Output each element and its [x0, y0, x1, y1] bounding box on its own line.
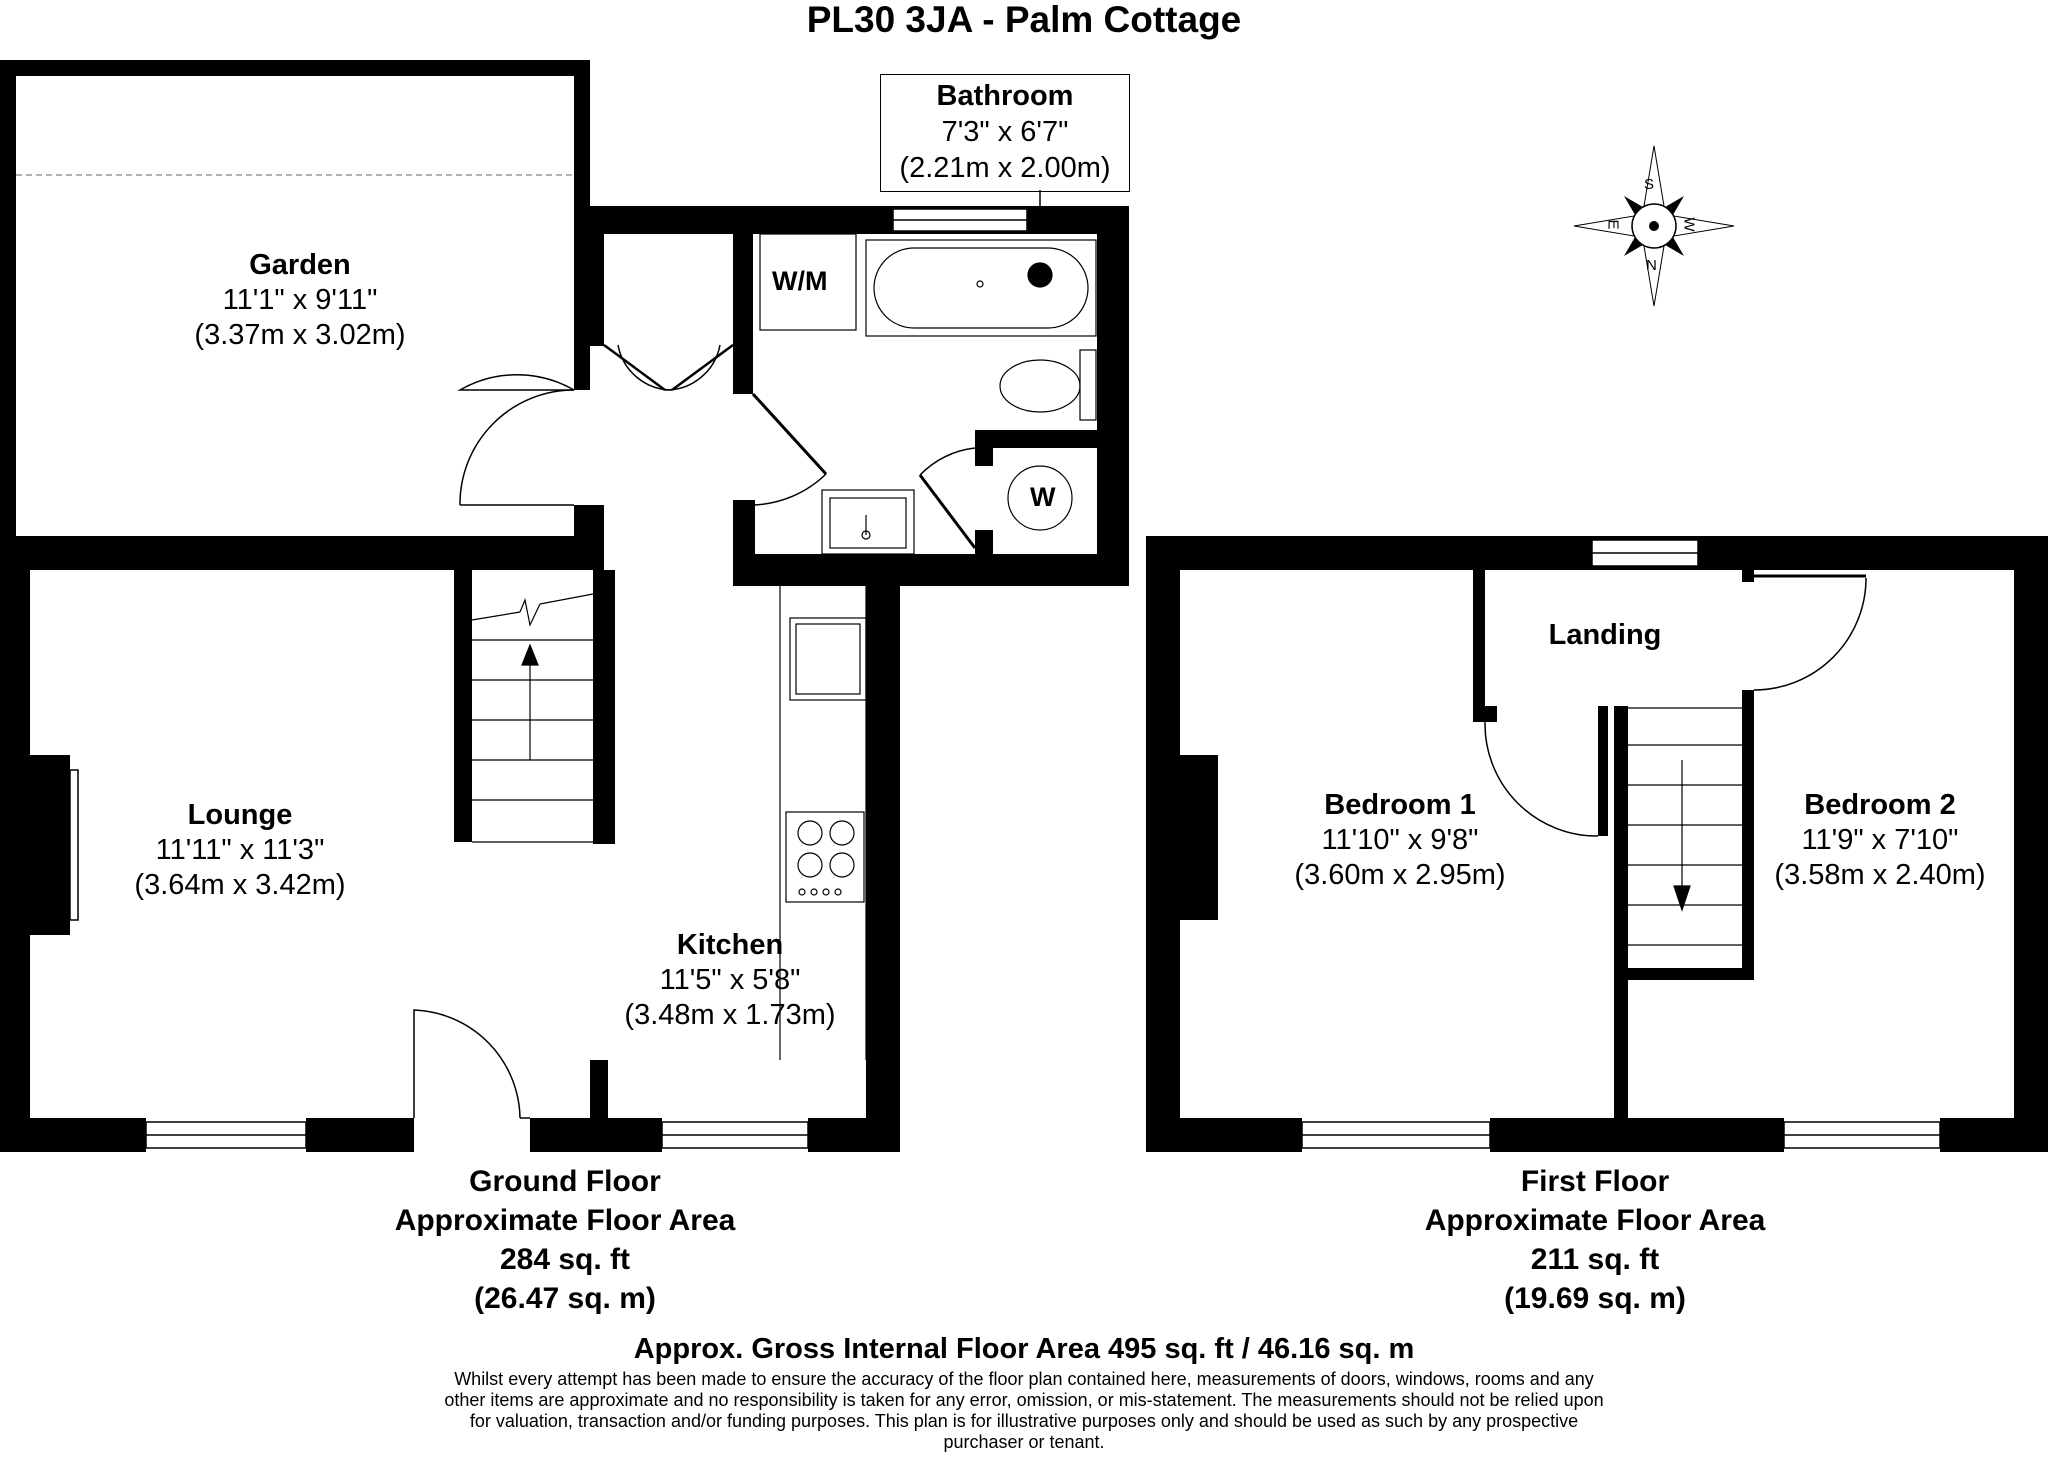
room-kitchen: Kitchen 11'5" x 5'8" (3.48m x 1.73m) — [590, 928, 870, 1033]
lounge-name: Lounge — [187, 799, 293, 831]
lounge-imperial: 11'11" x 11'3" — [155, 834, 325, 866]
first-floor-sqm: (19.69 sq. m) — [1504, 1282, 1686, 1315]
bedroom1-name: Bedroom 1 — [1324, 789, 1476, 821]
plan-title: PL30 3JA - Palm Cottage — [806, 0, 1242, 40]
compass-w: W — [1680, 217, 1698, 232]
kitchen-imperial: 11'5" x 5'8" — [659, 964, 801, 996]
lounge-metric: (3.64m x 3.42m) — [134, 869, 346, 901]
room-bedroom-2: Bedroom 2 11'9" x 7'10" (3.58m x 2.40m) — [1740, 788, 2020, 893]
room-garden: Garden 11'1" x 9'11" (3.37m x 3.02m) — [140, 248, 460, 353]
first-floor-label: Approximate Floor Area — [1424, 1204, 1766, 1237]
bedroom2-imperial: 11'9" x 7'10" — [1801, 824, 1959, 856]
ground-floor-sqm: (26.47 sq. m) — [474, 1282, 656, 1315]
bathroom-label: Bathroom 7'3" x 6'7" (2.21m x 2.00m) — [880, 74, 1130, 192]
ground-floor-name: Ground Floor — [469, 1165, 661, 1198]
water-heater-label: W — [1030, 482, 1056, 512]
compass-s: S — [1644, 176, 1655, 193]
ground-windows — [69, 208, 1028, 1149]
first-floor-name: First Floor — [1520, 1165, 1670, 1198]
first-stairs — [1628, 707, 1742, 946]
gross-internal-area: Approx. Gross Internal Floor Area 495 sq… — [633, 1333, 1415, 1365]
bathroom-imperial: 7'3" x 6'7" — [941, 116, 1069, 148]
garden-name: Garden — [249, 249, 351, 281]
bathroom-fittings — [759, 233, 1097, 555]
room-bedroom-1: Bedroom 1 11'10" x 9'8" (3.60m x 2.95m) — [1260, 788, 1540, 893]
first-floor-info: First Floor Approximate Floor Area 211 s… — [1360, 1162, 1830, 1318]
room-lounge: Lounge 11'11" x 11'3" (3.64m x 3.42m) — [100, 798, 380, 903]
first-doors — [1484, 574, 1867, 837]
compass-n: N — [1646, 256, 1657, 273]
first-floor-sqft: 211 sq. ft — [1530, 1243, 1660, 1276]
bathroom-name: Bathroom — [936, 80, 1074, 112]
disclaimer-text: Whilst every attempt has been made to en… — [444, 1369, 1604, 1452]
bathroom-metric: (2.21m x 2.00m) — [899, 152, 1111, 184]
landing-name: Landing — [1548, 619, 1662, 651]
ground-doors — [413, 343, 977, 1119]
bedroom1-imperial: 11'10" x 9'8" — [1321, 824, 1479, 856]
compass-e: E — [1604, 219, 1622, 230]
garden-imperial: 11'1" x 9'11" — [222, 284, 378, 316]
ground-floor-info: Ground Floor Approximate Floor Area 284 … — [330, 1162, 800, 1318]
first-windows — [1301, 539, 1941, 1149]
bedroom2-name: Bedroom 2 — [1804, 789, 1956, 821]
ground-floor-walls — [0, 60, 1129, 1152]
ground-stairs — [471, 593, 594, 843]
bedroom1-metric: (3.60m x 2.95m) — [1294, 859, 1506, 891]
compass-rose — [1573, 145, 1735, 307]
bedroom2-metric: (3.58m x 2.40m) — [1774, 859, 1986, 891]
ground-floor-label: Approximate Floor Area — [394, 1204, 736, 1237]
garden-metric: (3.37m x 3.02m) — [194, 319, 406, 351]
ground-floor-sqft: 284 sq. ft — [499, 1243, 631, 1276]
kitchen-name: Kitchen — [676, 929, 784, 961]
kitchen-fittings — [779, 570, 867, 1060]
kitchen-metric: (3.48m x 1.73m) — [624, 999, 836, 1031]
washing-machine-label: W/M — [772, 266, 828, 296]
room-landing: Landing — [1480, 618, 1730, 653]
